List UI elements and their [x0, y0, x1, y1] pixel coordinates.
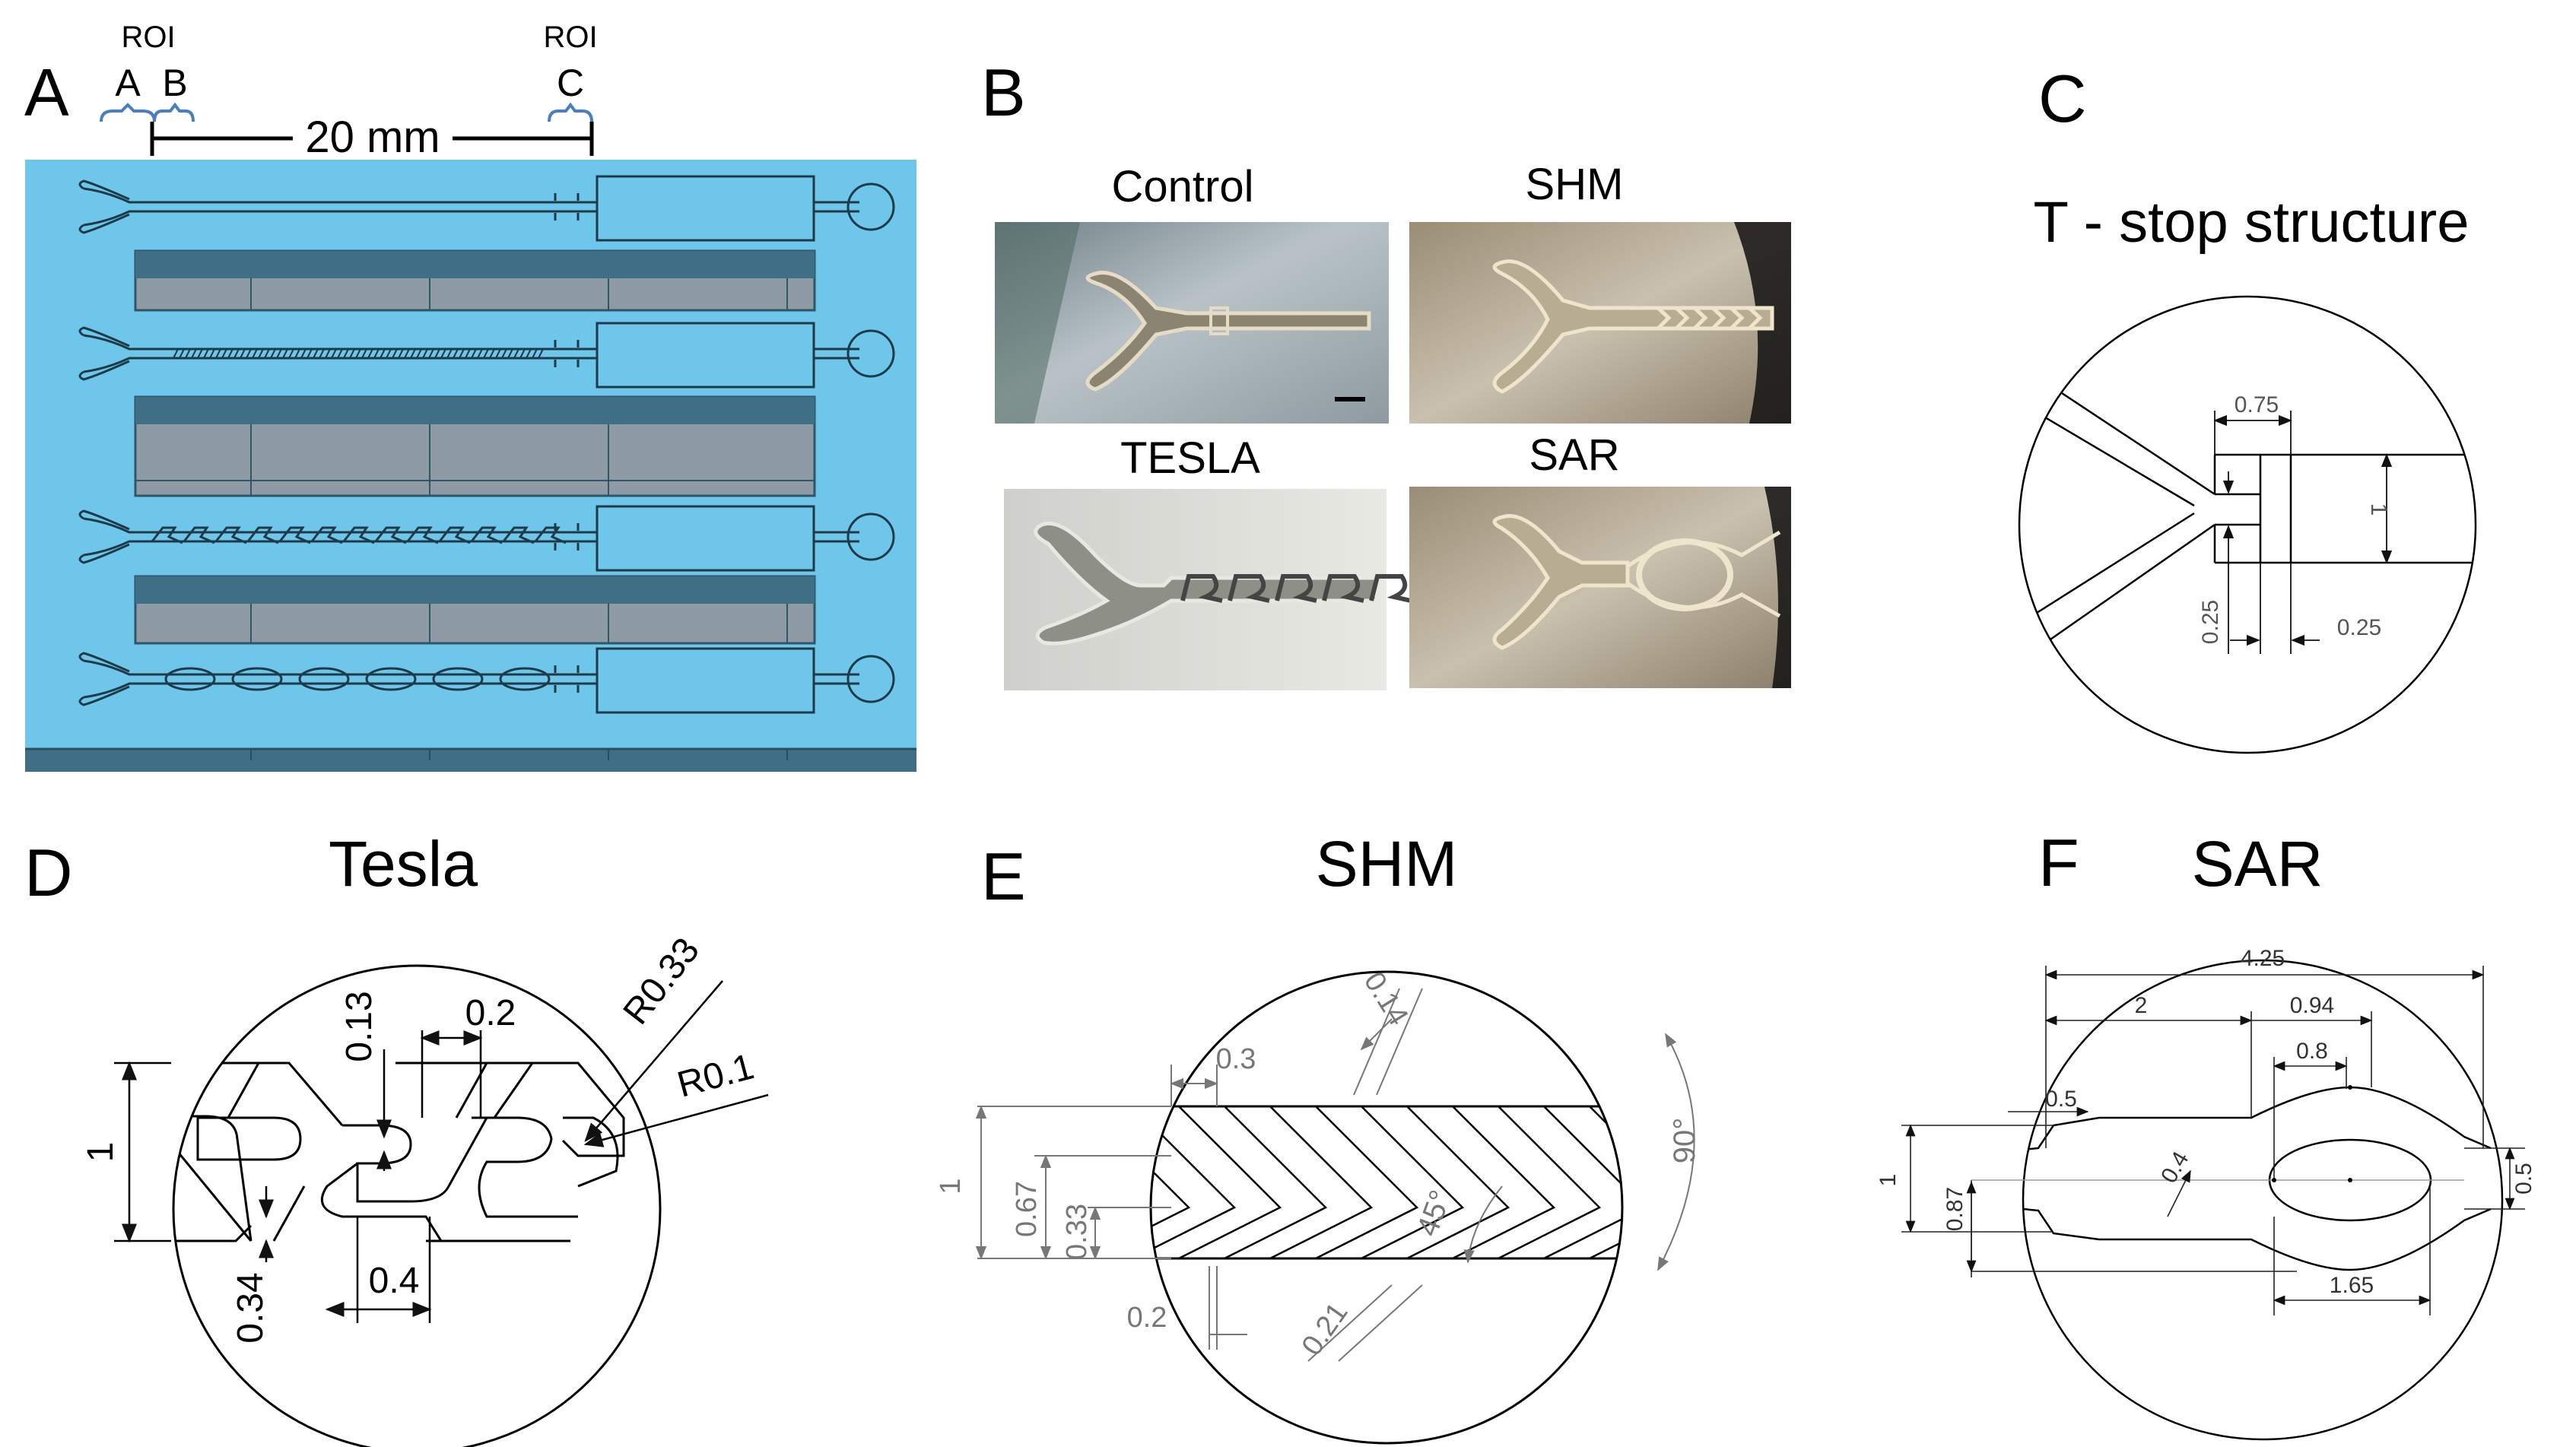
dim-e-1: 1: [935, 1178, 967, 1194]
dim-c-075: 0.75: [2235, 392, 2279, 417]
photo-control-label: Control: [1112, 162, 1254, 211]
panel-b-letter: B: [981, 55, 1026, 130]
chip-channel: [78, 175, 895, 242]
photo-sar: [1409, 487, 1791, 688]
photo-control: [995, 222, 1389, 424]
panel-c: C T - stop structure: [2018, 61, 2477, 754]
dim-f-165: 1.65: [2330, 1273, 2374, 1298]
dim-f-094: 0.94: [2290, 993, 2334, 1018]
dim-d-034: 0.34: [230, 1272, 271, 1343]
roi-b-bracket: [153, 102, 195, 122]
photo-tesla-label: TESLA: [1120, 433, 1260, 483]
dim-f-08: 0.8: [2296, 1039, 2328, 1064]
chip-channel: [78, 647, 895, 714]
chip-channel: [78, 505, 895, 572]
dim-d-1: 1: [81, 1142, 121, 1163]
dim-f-05-right: 0.5: [2511, 1163, 2536, 1195]
dim-e-02: 0.2: [1127, 1302, 1167, 1334]
roi-a-bracket: [100, 103, 156, 122]
photo-tesla: [1004, 489, 1412, 690]
dim-f-2: 2: [2135, 993, 2148, 1018]
photo-sar-label: SAR: [1529, 430, 1619, 480]
dim-f-05-left: 0.5: [2045, 1087, 2077, 1112]
chip-channels: [78, 175, 895, 714]
dim-f-425: 4.25: [2241, 946, 2285, 971]
dim-f-04: 0.4: [2156, 1147, 2193, 1188]
dim-d-r01: R0.1: [673, 1046, 758, 1105]
panel-f-letter: F: [2038, 825, 2079, 900]
dim-e-033: 0.33: [1061, 1204, 1093, 1260]
panel-a-letter: A: [24, 55, 69, 130]
panel-e-letter: E: [981, 839, 1026, 914]
dim-d-04: 0.4: [369, 1261, 420, 1301]
panel-d-title: Tesla: [329, 828, 478, 900]
dim-e-067: 0.67: [1011, 1181, 1043, 1237]
dim-e-03: 0.3: [1216, 1043, 1256, 1075]
dim-e-90deg: 90°: [1668, 1118, 1701, 1164]
roi-a-label: A: [115, 62, 141, 104]
dim-d-013: 0.13: [339, 991, 380, 1061]
roi-c-bracket: [548, 102, 593, 122]
panel-e-title: SHM: [1316, 828, 1458, 900]
chip-edge: [25, 749, 916, 772]
dim-d-r033: R0.33: [615, 931, 707, 1033]
chip-channel: [78, 322, 895, 389]
scale-bar-label: 20 mm: [305, 113, 440, 162]
dim-f-087: 0.87: [1942, 1187, 1968, 1231]
dim-e-014: 0.14: [1358, 966, 1415, 1031]
panel-e: E SHM: [935, 828, 1701, 1445]
panel-b: B Control SHM TESLA SAR: [981, 55, 1791, 690]
panel-c-letter: C: [2038, 61, 2087, 136]
dim-e-45deg: 45°: [1411, 1186, 1458, 1241]
dim-d-02: 0.2: [465, 993, 516, 1033]
panel-d: D Tesla: [24, 828, 769, 1447]
roi-right-label: ROI: [543, 21, 597, 54]
panel-f-title: SAR: [2192, 828, 2323, 900]
panel-c-circle: [2018, 295, 2477, 754]
panel-f: F SAR: [1876, 825, 2536, 1441]
panel-e-circle: [1149, 970, 1624, 1445]
panel-c-title: T - stop structure: [2033, 190, 2469, 255]
panel-d-circle: [172, 964, 662, 1447]
roi-c-label: C: [557, 62, 584, 104]
dim-c-1: 1: [2366, 503, 2391, 516]
panel-a: A ROI A B ROI C 20 mm: [24, 21, 916, 772]
photo-shm-label: SHM: [1526, 160, 1624, 209]
dim-e-021: 0.21: [1296, 1297, 1355, 1362]
panel-f-circle: [2022, 959, 2504, 1441]
photo-shm: [1409, 222, 1791, 424]
dim-f-1: 1: [1876, 1174, 1901, 1187]
dim-c-025-right: 0.25: [2337, 615, 2381, 640]
dim-c-025-left: 0.25: [2198, 600, 2223, 644]
separator-blocks: [134, 249, 816, 645]
roi-left-label: ROI: [121, 21, 175, 54]
panel-d-letter: D: [24, 835, 73, 910]
roi-b-label: B: [162, 62, 187, 104]
